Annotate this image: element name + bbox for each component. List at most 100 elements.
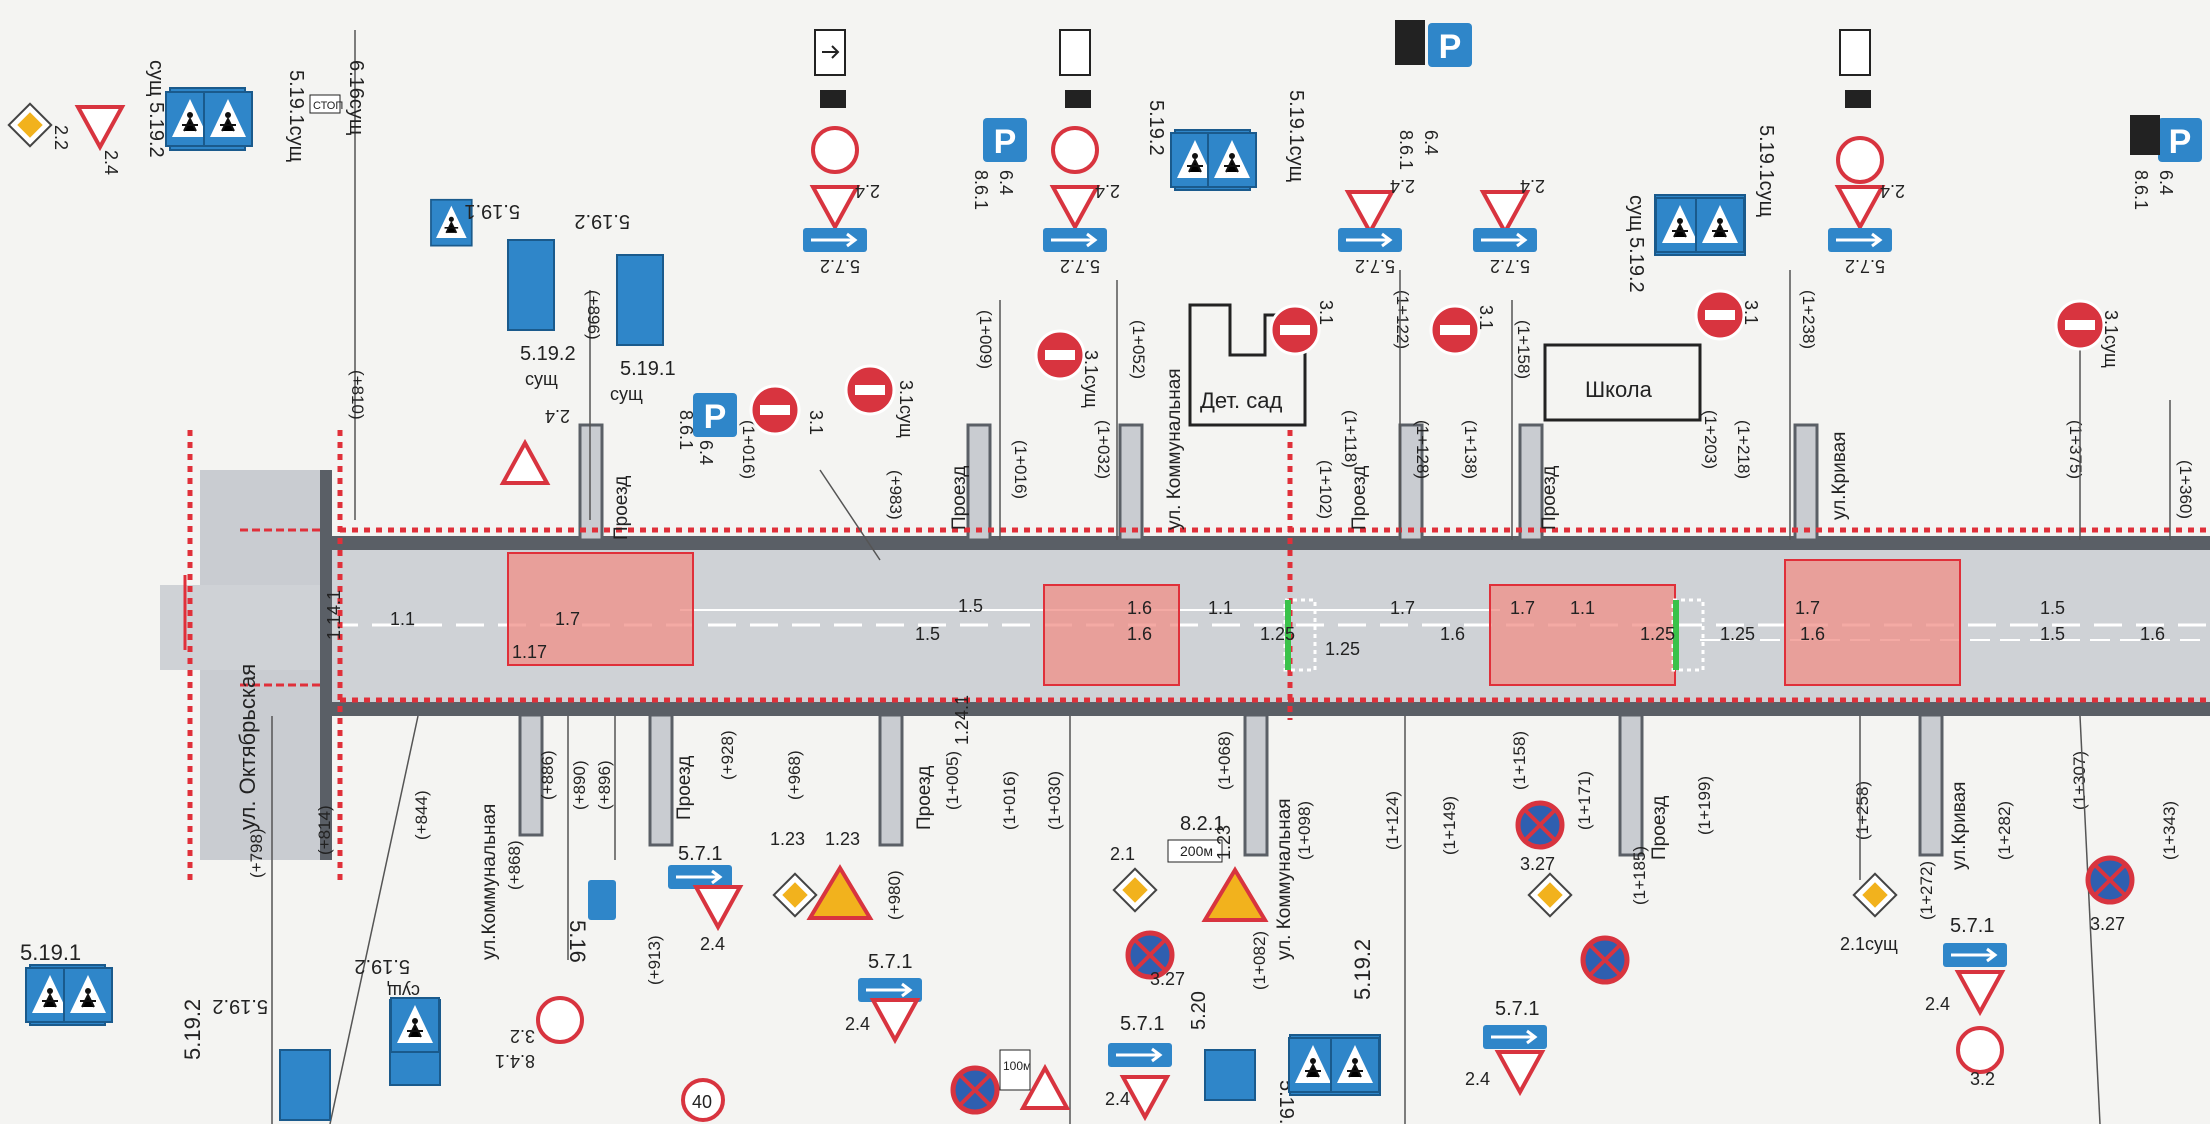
crosswalk-sign-icon <box>1695 197 1745 253</box>
chainage-label: (1+016) <box>1011 440 1030 499</box>
sign-code: 3.2 <box>1970 1069 1995 1089</box>
sign-code: 2.4 <box>101 150 121 175</box>
school-label: Школа <box>1585 377 1653 402</box>
chainage-label: (+980) <box>885 870 904 920</box>
no-vehicles-icon <box>1956 1026 2004 1074</box>
chainage-label: (1+272) <box>1917 861 1936 920</box>
parking-icon <box>1428 23 1472 67</box>
chainage-label: (1+171) <box>1575 771 1594 830</box>
sign-code: 5.7.2 <box>1845 256 1885 276</box>
sign-code: 6.16сущ <box>345 60 367 135</box>
marking-labels: 1.1 1.7 1.17 1.5 1.5 1.6 1.6 1.1 1.25 1.… <box>324 590 2165 745</box>
chainage-label: (+868) <box>505 840 524 890</box>
sign-code: 2.4 <box>1105 1089 1130 1109</box>
sign-code: сущ 5.19.2 <box>145 60 167 158</box>
parking-icon <box>2158 118 2202 162</box>
chainage-label: (+968) <box>785 750 804 800</box>
sign-code: 6.4 <box>996 170 1016 195</box>
chainage-label: (1+238) <box>1799 290 1818 349</box>
chainage-label: (1+158) <box>1514 320 1533 379</box>
sign-code: 5.19.2 <box>520 343 576 365</box>
sign-code: 5.19.2 <box>212 995 268 1017</box>
sign-code: 2.4 <box>1520 176 1545 196</box>
lane-direction-sign-icon <box>1826 226 1894 254</box>
chainage-label: (1+016) <box>1000 771 1019 830</box>
no-vehicles-icon <box>536 996 584 1044</box>
parking-icon <box>693 393 737 437</box>
sign-code: 3.1 <box>1741 300 1761 325</box>
street-oktyabrskaya: ул. Октябрьская <box>160 430 343 880</box>
sign-code: 5.19.1сущ <box>1755 125 1777 217</box>
chainage-label: (1+009) <box>976 310 995 369</box>
no-entry-icon <box>1429 304 1481 356</box>
crosswalk-sign-icon <box>1330 1037 1380 1093</box>
yield-icon <box>76 105 124 149</box>
lane-direction-sign-icon <box>1941 941 2009 969</box>
sign-code: 5.7.1 <box>1950 915 1994 937</box>
chainage-label: (+798) <box>247 828 266 878</box>
sign-code: 2.4 <box>545 406 570 426</box>
sign-code: 2.4 <box>1925 994 1950 1014</box>
no-stopping-icon <box>2088 858 2132 902</box>
chainage-label: (1+030) <box>1045 771 1064 830</box>
sign-code: 5.19.2 <box>354 955 410 977</box>
chainage-label: (1+343) <box>2160 801 2179 860</box>
proezd-label: Проезд <box>914 766 935 830</box>
yield-icon <box>811 185 859 229</box>
sign-code: 2.4 <box>700 934 725 954</box>
chainage-top: (+810) (+896) (1+016) (+983) (1+009) (1+… <box>348 30 2195 561</box>
no-entry-icon <box>844 364 896 416</box>
chainage-label: (1+128) <box>1413 420 1432 479</box>
sign-code: 2.4 <box>1880 181 1905 201</box>
sign-code: 3.1сущ <box>2101 310 2121 368</box>
sign-code: 6.4 <box>1421 130 1441 155</box>
no-entry-icon <box>749 384 801 436</box>
priority-road-icon <box>1112 867 1158 913</box>
sign-code: сущ <box>525 369 558 389</box>
sign-code: 5.16 <box>565 920 590 963</box>
sign-code: 2.4 <box>845 1014 870 1034</box>
yield-icon <box>1346 190 1394 234</box>
chainage-label: (1+307) <box>2070 751 2089 810</box>
marking-label: 1.1 <box>1208 598 1233 618</box>
sign-code: 5.20 <box>1188 991 1210 1030</box>
yield-icon <box>1956 970 2004 1014</box>
sign-code: 3.1 <box>806 410 826 435</box>
sign-code: 5.19.1сущ <box>1285 90 1307 182</box>
chainage-label: (+928) <box>718 730 737 780</box>
marking-label: 1.25 <box>1260 624 1295 644</box>
marking-label: 1.7 <box>1390 598 1415 618</box>
yield-icon <box>1496 1050 1544 1094</box>
sign-code: 2.2 <box>51 125 71 150</box>
kindergarten-building: Дет. сад <box>1188 303 1307 427</box>
chainage-label: (1+098) <box>1295 801 1314 860</box>
chainage-label: (1+149) <box>1440 796 1459 855</box>
distance-plate: 100м <box>1003 1059 1031 1073</box>
sign-code: 8.6.1 <box>676 410 696 450</box>
sign-code: 1.23 <box>825 829 860 849</box>
marking-label: 1.7 <box>555 609 580 629</box>
lane-direction-sign-icon <box>1106 1041 1174 1069</box>
marking-label: 1.5 <box>2040 624 2065 644</box>
chainage-label: (1+138) <box>1461 420 1480 479</box>
marking-label: 1.24.1 <box>952 695 972 745</box>
sign-code: 3.1 <box>1476 305 1496 330</box>
sign-code: 5.7.2 <box>1490 256 1530 276</box>
school-building: Школа <box>1543 343 1702 422</box>
yield-icon <box>871 998 919 1042</box>
lane-direction-sign-icon <box>1041 226 1109 254</box>
chainage-label: (+913) <box>645 935 664 985</box>
yield-icon <box>501 441 549 485</box>
street-label-kommunalnaya: ул.Коммунальная <box>479 804 500 960</box>
bottom-signs: 5.19.1 5.19.2 5.19.2 5.19.2 сущ 3.2 8.4.… <box>20 803 2132 1124</box>
parking-icon <box>983 118 1027 162</box>
chainage-label: (+810) <box>348 370 367 420</box>
marking-label: 1.25 <box>1720 624 1755 644</box>
chainage-label: (1+122) <box>1393 290 1412 349</box>
street-label-krivaya: ул.Кривая <box>1829 432 1850 520</box>
sign-code: 1.23 <box>770 829 805 849</box>
yield-icon <box>1051 185 1099 229</box>
lane-direction-sign-icon <box>1336 226 1404 254</box>
chainage-label: (+890) <box>570 760 589 810</box>
